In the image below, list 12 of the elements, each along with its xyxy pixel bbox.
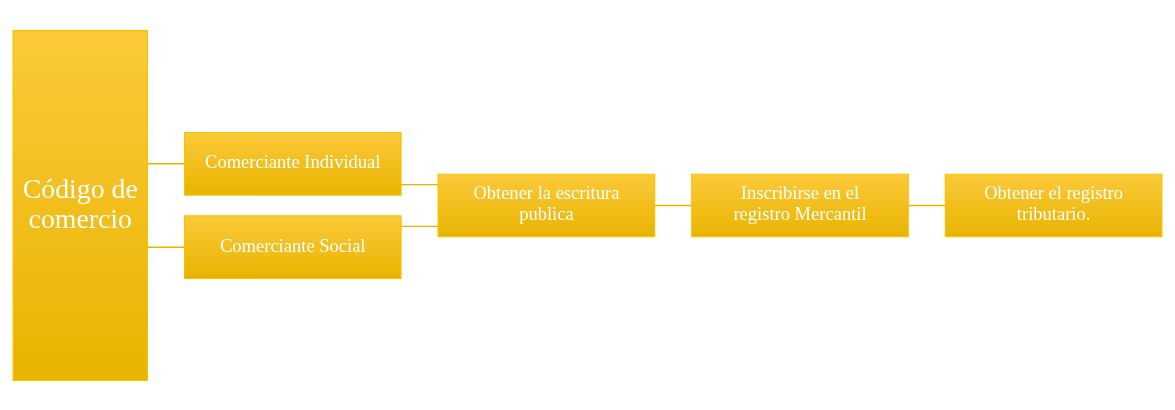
connector bbox=[907, 204, 946, 206]
connector bbox=[400, 183, 439, 185]
node-box: Inscribirse en el registro Mercantil bbox=[691, 173, 909, 237]
node-box: Obtener el registro tributario. bbox=[944, 173, 1163, 237]
node-box: Comerciante Individual bbox=[183, 131, 402, 196]
node-box: Código de comercio bbox=[12, 29, 148, 381]
connector bbox=[654, 204, 693, 206]
connector bbox=[146, 162, 186, 164]
connector bbox=[400, 225, 439, 227]
node-box: Comerciante Social bbox=[183, 214, 402, 279]
node-box: Obtener la escritura publica bbox=[437, 173, 656, 237]
connector bbox=[146, 246, 186, 248]
